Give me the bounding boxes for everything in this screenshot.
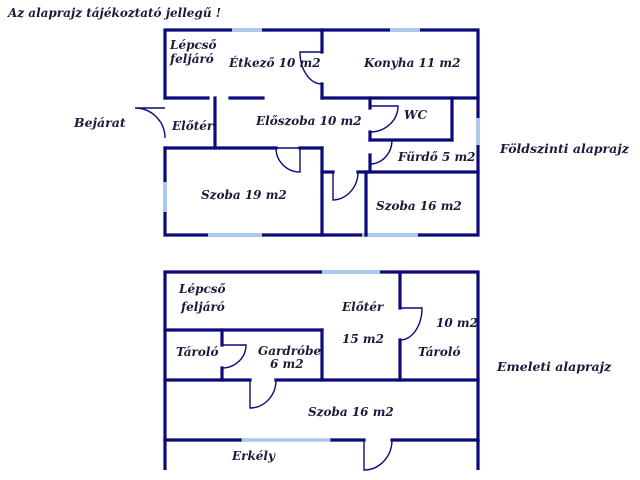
- upper-interior-walls: [163, 270, 480, 442]
- wardrobe-label-line1: Gardróbe: [258, 344, 321, 358]
- upper-outer-wall: [163, 270, 480, 442]
- landing-area-label: 15 m2: [342, 332, 384, 346]
- ground-door-swings: [134, 51, 399, 201]
- disclaimer-note: Az alaprajz tájékoztató jellegű !: [8, 6, 221, 20]
- ground-windows: [163, 28, 480, 237]
- storage-left-label: Tároló: [176, 345, 218, 359]
- upper-stair-label-line2: feljáró: [180, 300, 225, 314]
- ground-floor-plan: Lépcső feljáró Étkező 10 m2 Konyha 11 m2…: [73, 28, 630, 237]
- storage-right-label: Tároló: [418, 345, 460, 359]
- wc-label: WC: [404, 108, 427, 122]
- upper-room-label: Szoba 16 m2: [308, 405, 394, 419]
- upper-floor-plan: Lépcső feljáró Előtér 15 m2 10 m2 Tároló…: [163, 270, 612, 471]
- upper-windows: [240, 270, 380, 442]
- ground-interior-walls: [163, 28, 480, 237]
- balcony-label: Erkély: [231, 449, 276, 463]
- upper-door-swings: [221, 307, 423, 471]
- ground-stair-label-line2: feljáró: [169, 52, 214, 66]
- upper-floor-title: Emeleti alaprajz: [496, 359, 612, 374]
- storage-right-area-label: 10 m2: [436, 316, 478, 330]
- balcony-edges: [163, 440, 480, 470]
- kitchen-label: Konyha 11 m2: [363, 56, 460, 70]
- ground-floor-title: Földszinti alaprajz: [499, 141, 630, 156]
- bathroom-label: Fürdő 5 m2: [397, 150, 476, 164]
- dining-room-label: Étkező 10 m2: [228, 55, 321, 70]
- entrance-label: Bejárat: [73, 115, 126, 130]
- room-16-label: Szoba 16 m2: [376, 199, 462, 213]
- room-19-label: Szoba 19 m2: [201, 188, 287, 202]
- ground-stair-label-line1: Lépcső: [169, 38, 217, 52]
- upper-stair-label-line1: Lépcső: [178, 282, 226, 296]
- wardrobe-label-line2: 6 m2: [270, 357, 304, 371]
- landing-label: Előtér: [341, 300, 385, 314]
- hall-label: Előszoba 10 m2: [255, 114, 362, 128]
- vestibule-label: Előtér: [171, 119, 215, 133]
